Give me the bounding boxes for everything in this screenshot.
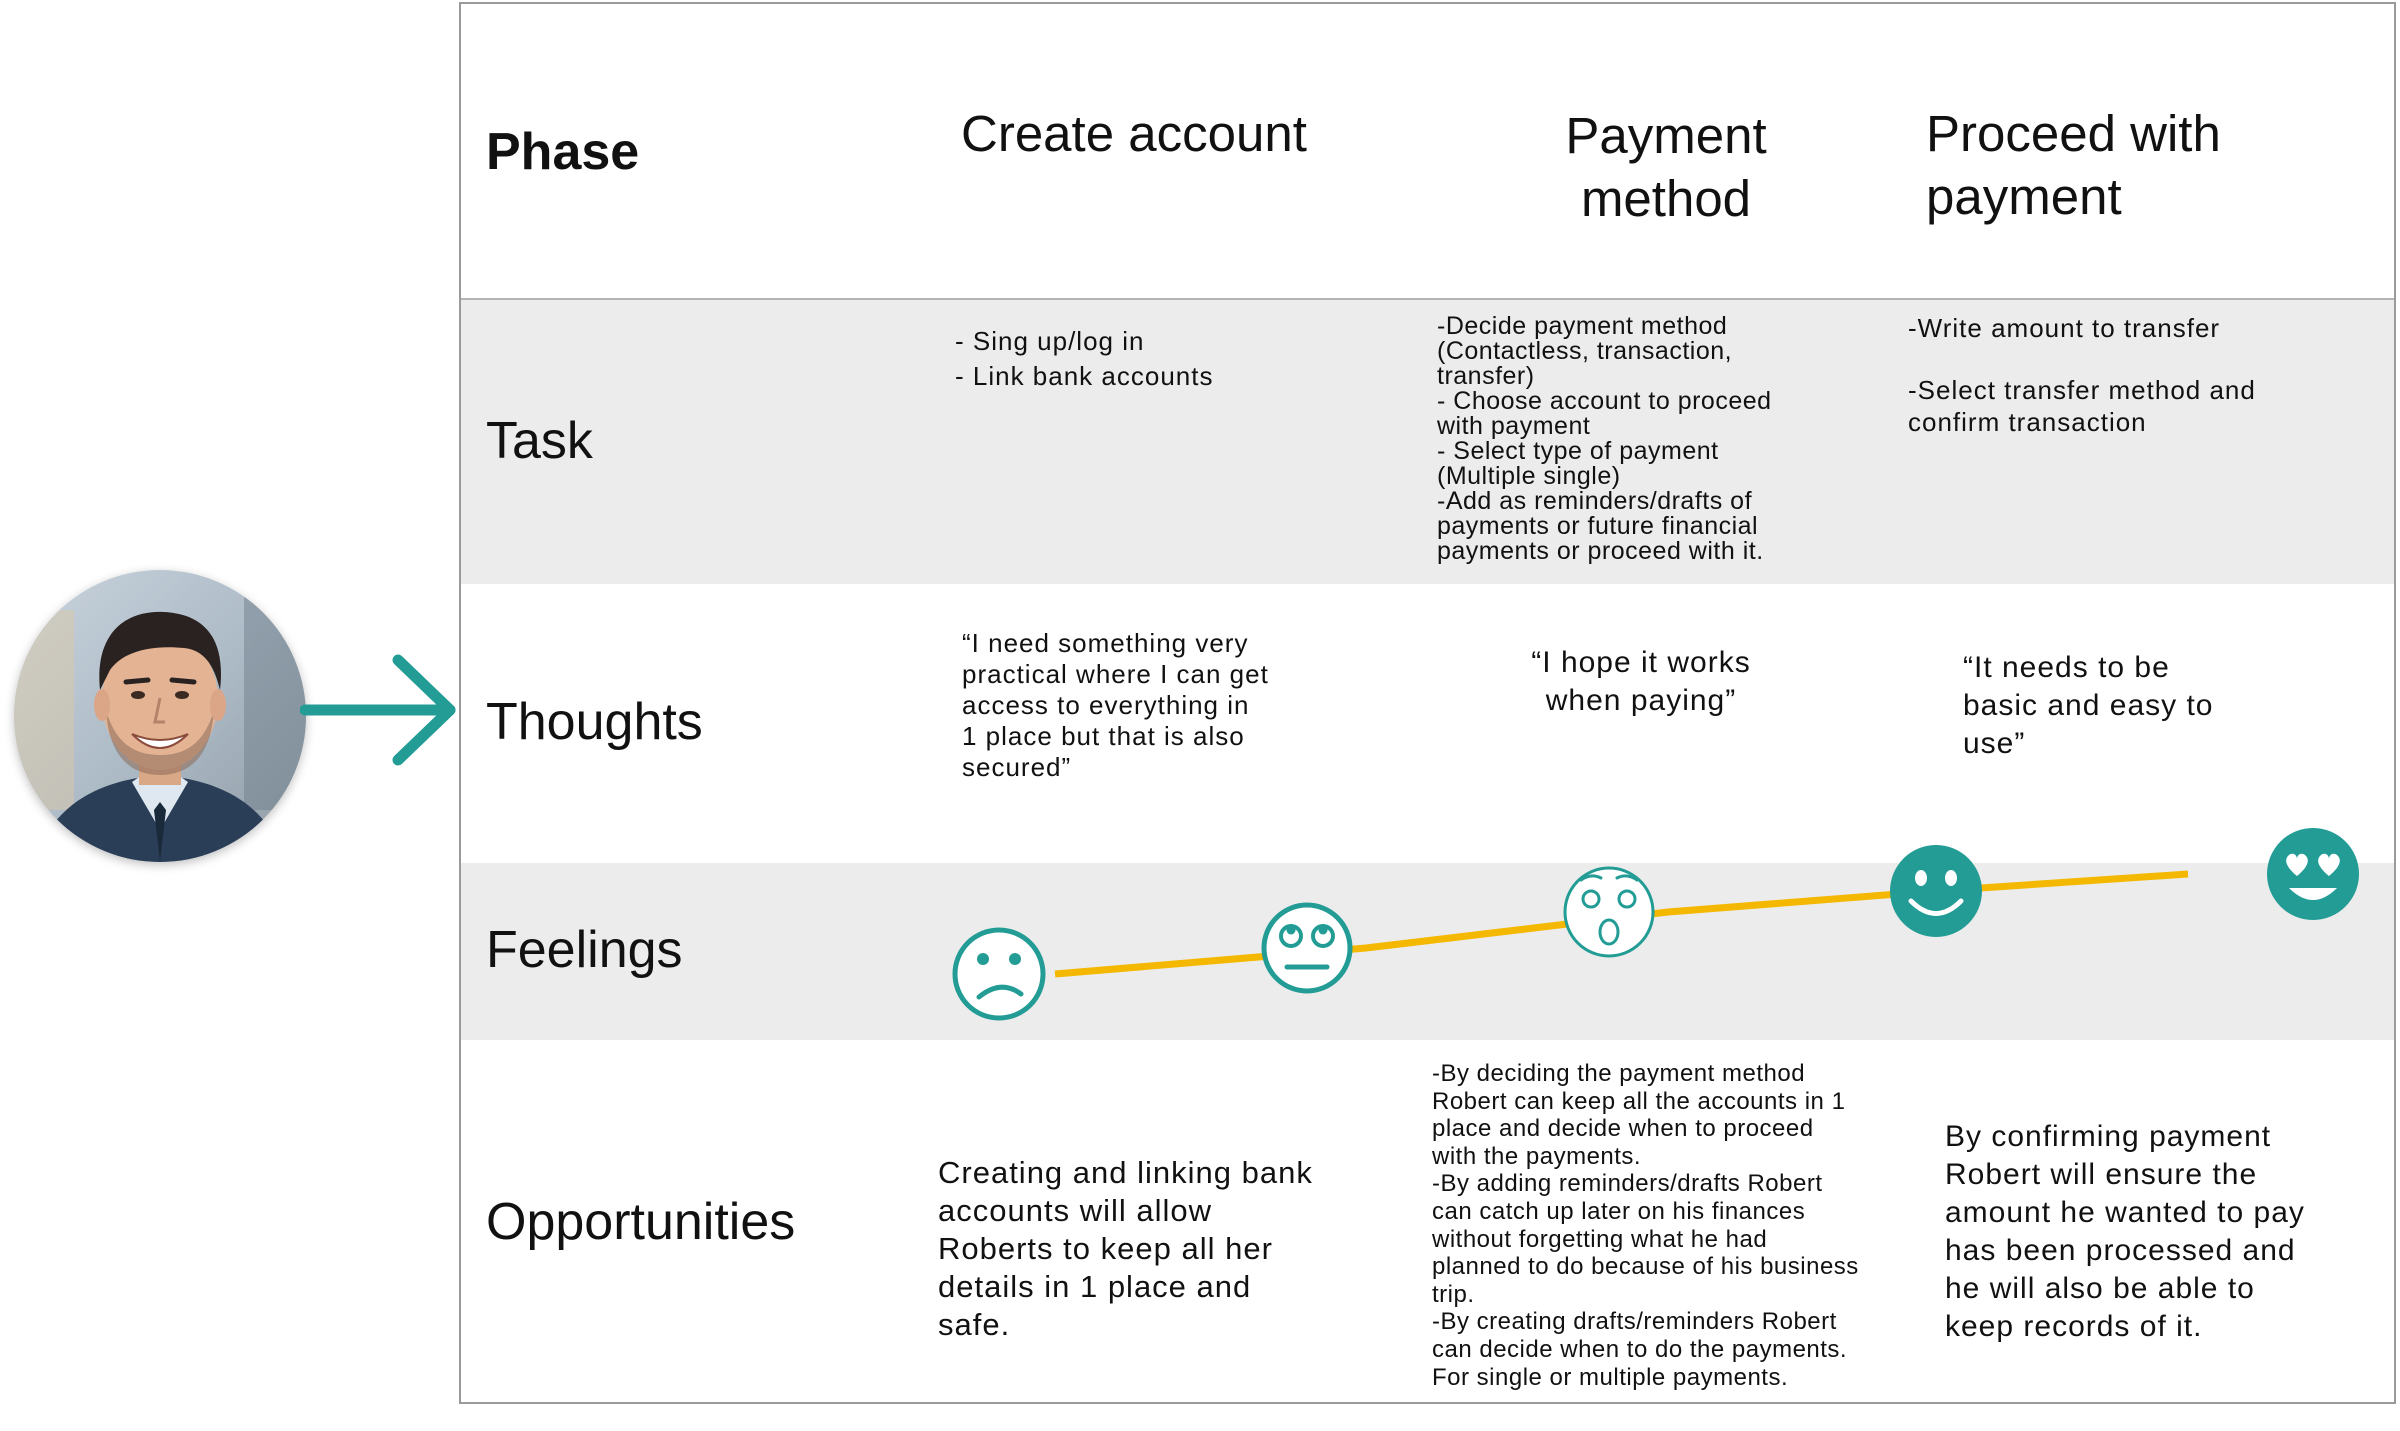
task-band <box>461 300 2394 584</box>
surprised-face-icon <box>1563 866 1655 958</box>
confused-face-icon <box>952 927 1046 1021</box>
opportunity-proceed-with-payment: By confirming payment Robert will ensure… <box>1945 1120 2305 1343</box>
row-label-thoughts: Thoughts <box>486 693 703 751</box>
feelings-band <box>461 863 2394 1040</box>
eye-roll-face-icon <box>1261 902 1353 994</box>
opportunity-payment-method: -By deciding the payment method Robert c… <box>1432 1060 1859 1391</box>
task-proceed-with-payment: -Write amount to transfer -Select transf… <box>1908 313 2256 437</box>
thought-create-account: “I need something very practical where I… <box>962 628 1269 782</box>
thought-proceed-with-payment: “It needs to be basic and easy to use” <box>1963 651 2214 760</box>
task-payment-method: -Decide payment method (Contactless, tra… <box>1437 312 1772 565</box>
opportunity-create-account: Creating and linking bank accounts will … <box>938 1155 1313 1342</box>
journey-map: Phase Task Thoughts Feelings Opportuniti… <box>459 2 2396 1404</box>
phase-payment-method: Payment method <box>1565 107 1767 227</box>
person-avatar-icon <box>14 570 306 862</box>
feelings-curve <box>952 828 2359 1021</box>
row-label-opportunities: Opportunities <box>486 1193 796 1251</box>
heart-eyes-face-icon <box>2267 828 2359 920</box>
task-create-account: - Sing up/log in - Link bank accounts <box>955 326 1214 391</box>
smiling-face-icon <box>1890 845 1982 937</box>
persona-avatar <box>14 570 306 862</box>
phase-create-account: Create account <box>961 105 1307 162</box>
arrow-right-icon <box>300 654 456 766</box>
phase-proceed-with-payment: Proceed with payment <box>1926 105 2221 225</box>
row-label-feelings: Feelings <box>486 921 683 979</box>
header-divider <box>461 298 2394 300</box>
row-label-task: Task <box>486 412 593 470</box>
thought-payment-method: “I hope it works when paying” <box>1531 646 1751 717</box>
row-label-phase: Phase <box>486 123 640 181</box>
